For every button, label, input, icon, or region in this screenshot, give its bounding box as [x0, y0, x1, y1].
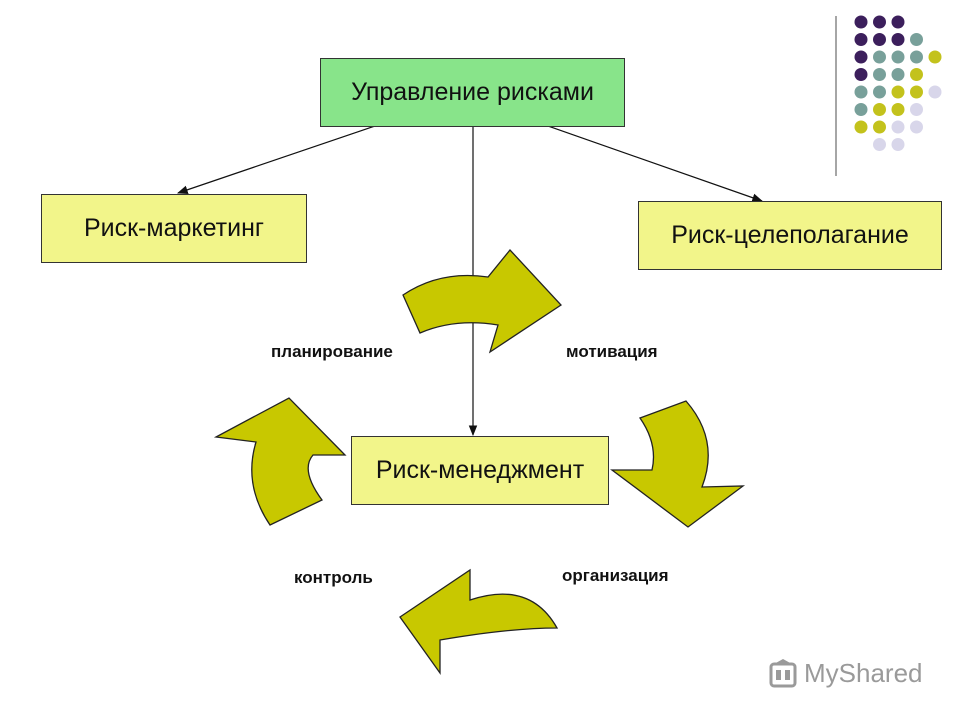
cycle-arrow-planning-to-motivation — [402, 249, 562, 354]
risk-goal-setting-label: Риск-целеполагание — [671, 221, 909, 249]
decorative-dot — [910, 50, 923, 64]
risk-marketing-box: Риск-маркетинг — [41, 194, 307, 263]
decorative-dot — [910, 120, 923, 134]
decorative-dot — [873, 120, 886, 134]
decorative-dot — [910, 103, 923, 116]
decorative-dot — [873, 15, 886, 29]
root-box-risk-governance: Управление рисками — [320, 58, 625, 127]
cycle-arrow-motivation-to-organization — [610, 400, 746, 528]
cycle-label-control: контроль — [294, 568, 373, 587]
decorative-dot — [891, 50, 905, 64]
decorative-dot — [891, 15, 905, 29]
decorative-dot — [854, 85, 868, 99]
root-box-label: Управление рисками — [351, 78, 594, 106]
decorative-dot — [910, 85, 923, 99]
decorative-dot — [854, 33, 868, 46]
mortarboard-icon — [769, 659, 797, 688]
decorative-dot — [873, 138, 886, 151]
risk-marketing-label: Риск-маркетинг — [83, 214, 265, 242]
watermark: MyShared — [768, 656, 923, 690]
decorative-dot — [891, 138, 905, 151]
decorative-dot — [854, 103, 868, 116]
decorative-dot — [891, 85, 905, 99]
decorative-dot — [910, 68, 923, 81]
decorative-dot — [873, 85, 886, 99]
decorative-dot — [854, 120, 868, 134]
cycle-label-planning: планирование — [271, 342, 393, 361]
decorative-dot — [891, 68, 905, 81]
cycle-arrow-control-to-planning — [213, 397, 347, 526]
cycle-label-organization: организация — [562, 566, 669, 585]
watermark-text: MyShared — [804, 657, 923, 688]
decorative-dot — [910, 33, 923, 46]
connector-to-risk-goal-setting — [547, 125, 764, 202]
risk-management-box: Риск-менеджмент — [351, 436, 609, 505]
cycle-arrow-organization-to-control — [399, 568, 559, 676]
decorative-dot — [891, 33, 905, 46]
decorative-dot — [873, 68, 886, 81]
decorative-dot — [854, 68, 868, 81]
decorative-dot — [873, 103, 886, 116]
risk-management-label: Риск-менеджмент — [375, 456, 585, 484]
connector-to-risk-marketing — [176, 125, 376, 194]
decorative-dot — [854, 15, 868, 29]
decorative-dot — [891, 120, 905, 134]
decorative-dot-grid — [854, 15, 942, 151]
decorative-dot — [928, 50, 942, 64]
risk-goal-setting-box: Риск-целеполагание — [638, 201, 942, 270]
decorative-dot — [854, 50, 868, 64]
decorative-dot — [891, 103, 905, 116]
decorative-dot — [928, 85, 942, 99]
decorative-dot — [873, 33, 886, 46]
decorative-dot — [873, 50, 886, 64]
cycle-label-motivation: мотивация — [566, 342, 658, 361]
